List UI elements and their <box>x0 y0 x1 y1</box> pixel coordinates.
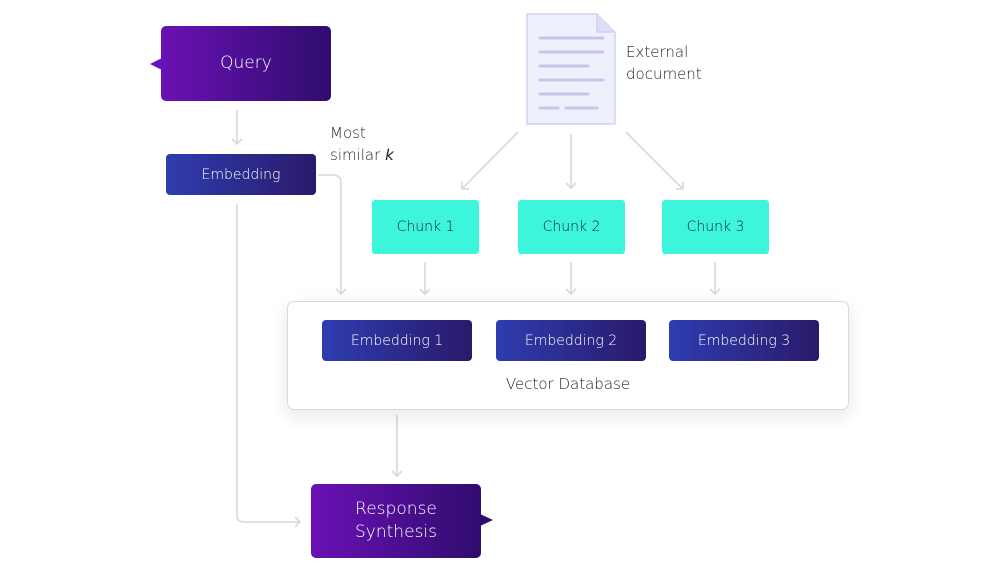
embedding-2-box: Embedding 2 <box>496 320 646 361</box>
external-document-label: External document <box>626 41 702 85</box>
query-embedding-box: Embedding <box>166 154 316 195</box>
arrow-document-to-chunk-1 <box>461 131 519 190</box>
embedding-1-label: Embedding 1 <box>350 332 444 349</box>
arrow-embedding-to-database <box>318 174 347 296</box>
response-synthesis-line2: Synthesis <box>355 522 437 542</box>
retrieval-note-line1: Most <box>330 124 366 142</box>
document-icon <box>526 13 616 125</box>
external-document-line1: External <box>626 43 689 61</box>
embedding-1-box: Embedding 1 <box>322 320 472 361</box>
chunk-2-box: Chunk 2 <box>518 200 625 254</box>
vector-database-label: Vector Database <box>505 375 631 393</box>
retrieval-note-line2: similar k <box>330 146 394 164</box>
chunk-3-label: Chunk 3 <box>686 219 745 235</box>
chunk-2-label: Chunk 2 <box>542 219 601 235</box>
embedding-2-label: Embedding 2 <box>524 332 618 349</box>
response-synthesis-line1: Response <box>355 499 437 519</box>
query-label: Query <box>220 53 272 73</box>
response-synthesis-box: Response Synthesis <box>311 484 481 558</box>
external-document-line2: document <box>626 65 702 83</box>
retrieval-note-k: k <box>385 146 394 164</box>
retrieval-note: Most similar k <box>330 122 394 166</box>
chunk-1-label: Chunk 1 <box>396 219 455 235</box>
query-embedding-label: Embedding <box>201 166 281 183</box>
arrow-embedding-to-response <box>236 204 302 528</box>
query-box: Query <box>161 26 331 101</box>
chunk-3-box: Chunk 3 <box>662 200 769 254</box>
embedding-3-box: Embedding 3 <box>669 320 819 361</box>
query-pointer <box>150 58 162 70</box>
chunk-1-box: Chunk 1 <box>372 200 479 254</box>
response-pointer <box>480 514 493 526</box>
arrow-document-to-chunk-3 <box>625 131 684 190</box>
embedding-3-label: Embedding 3 <box>697 332 791 349</box>
